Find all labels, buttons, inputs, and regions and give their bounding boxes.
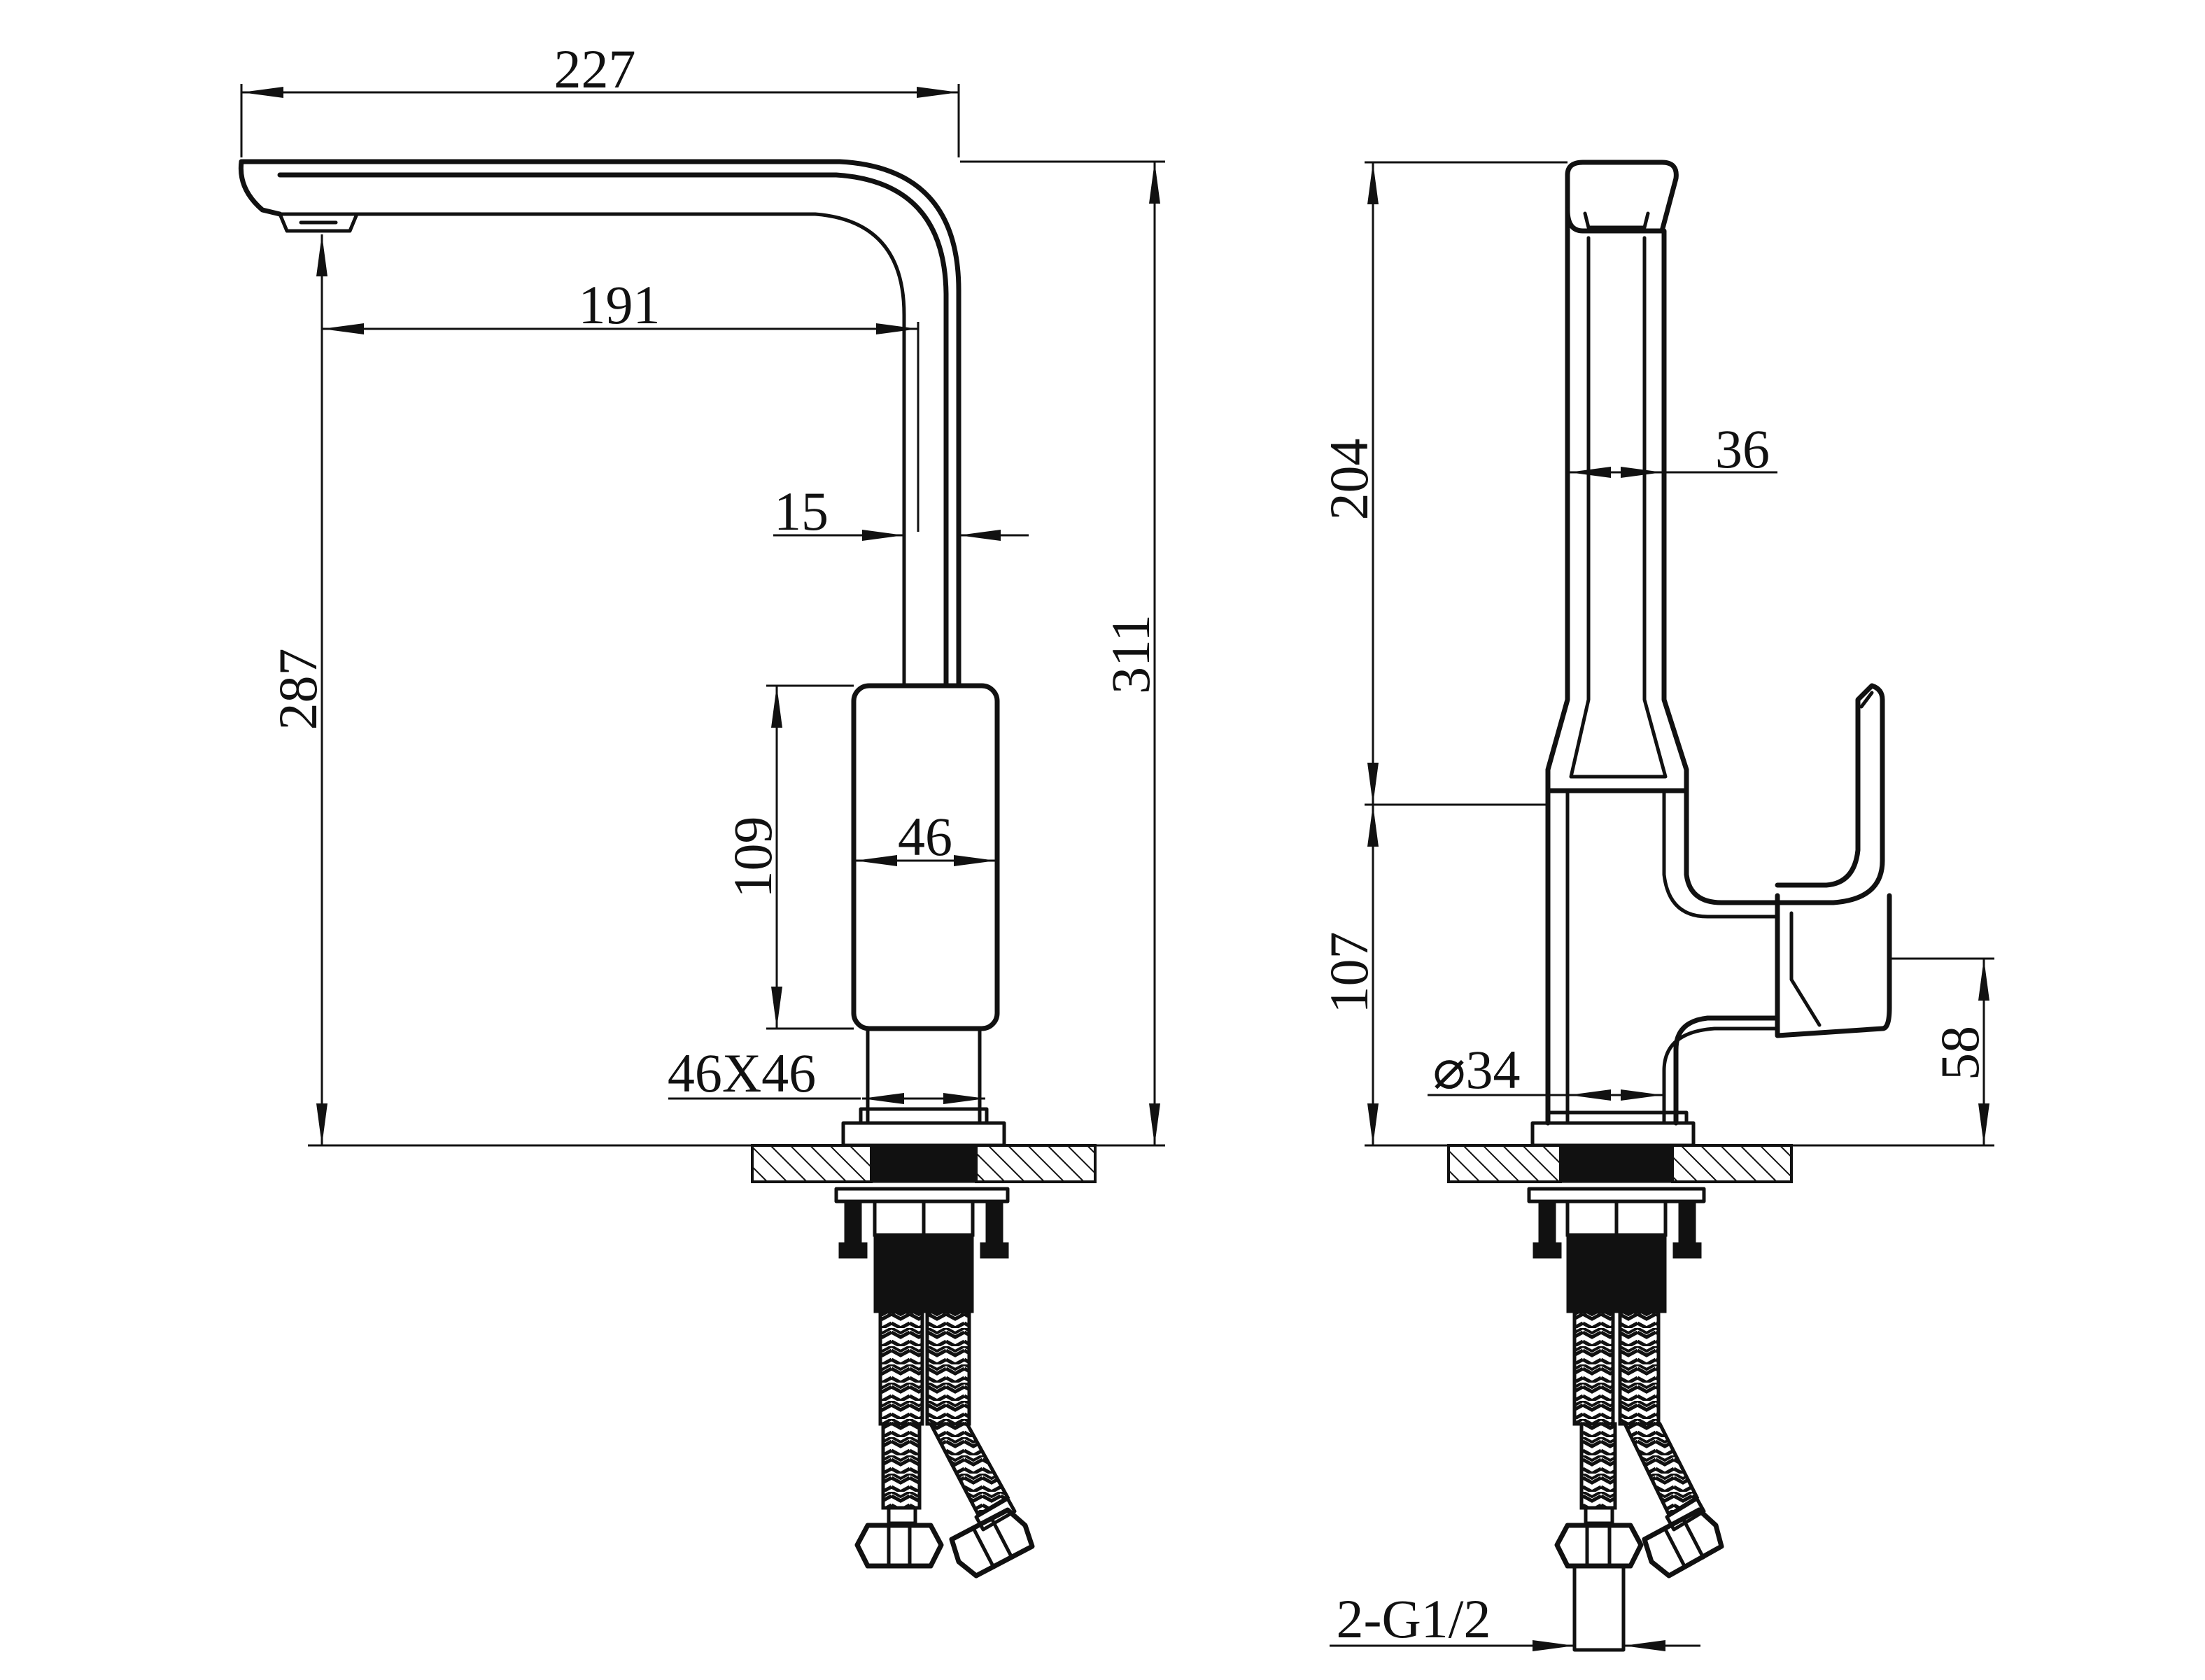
front-spout [238,159,961,689]
front-body [841,683,1006,1148]
dim-label-58: 58 [1929,1026,1990,1080]
dim-label-204: 204 [1318,439,1379,521]
front-view: 227 191 15 287 311 109 46 46X46 [238,38,1165,1579]
front-dimension-lines [240,84,1165,1147]
dim-label-311: 311 [1100,614,1161,694]
dim-label-d34: ⌀34 [1433,1039,1521,1100]
front-dimension-labels: 227 191 15 287 311 109 46 46X46 [267,38,1161,1103]
side-body [1530,788,1780,1148]
dim-label-46: 46 [898,806,952,867]
dim-label-36: 36 [1715,418,1770,479]
dim-label-191: 191 [579,274,661,335]
side-handle [1775,683,1892,1038]
front-countertop [751,1144,1097,1183]
dim-label-15: 15 [774,481,829,542]
side-dimension-labels: 204 36 107 ⌀34 58 2-G1/2 [1318,418,1990,1649]
dim-label-109: 109 [722,817,783,898]
front-hoses [854,1310,1035,1579]
front-mounting-hardware [834,1187,1010,1313]
dim-label-46x46: 46X46 [668,1043,816,1103]
dim-label-227: 227 [554,38,636,99]
side-dimension-lines [1330,161,1994,1651]
side-view: 204 36 107 ⌀34 58 2-G1/2 [1318,160,1994,1652]
side-hoses [1554,1310,1724,1652]
side-countertop [1447,1144,1793,1183]
side-mounting-hardware [1527,1187,1706,1313]
side-spout [1545,160,1689,793]
dim-label-287: 287 [267,649,328,730]
dim-label-107: 107 [1318,932,1379,1014]
dim-label-2-g1-2: 2-G1/2 [1337,1588,1491,1649]
